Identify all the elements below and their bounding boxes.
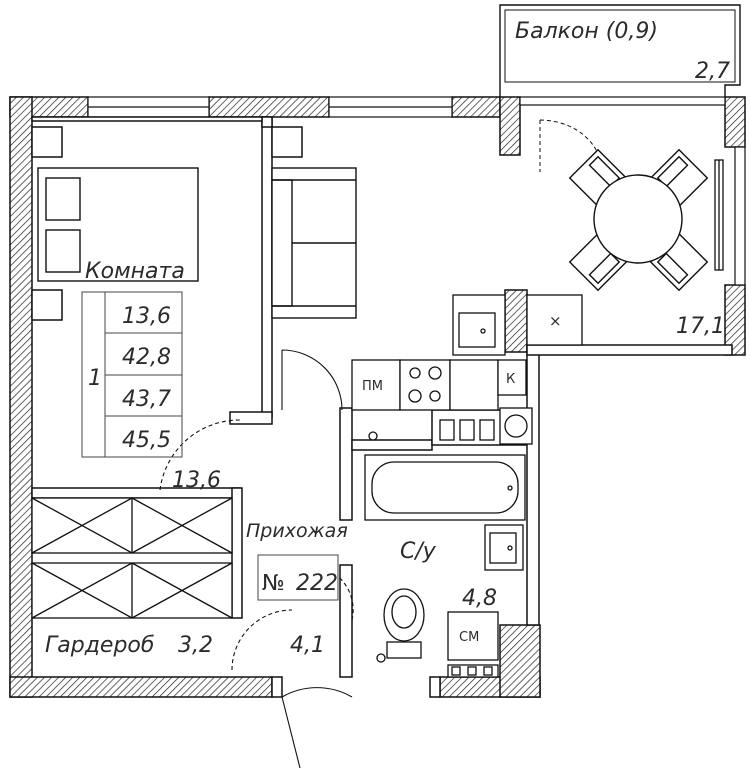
wall-right-top-pier bbox=[724, 96, 746, 148]
summary-table bbox=[81, 291, 183, 458]
hall-area: 4,1 bbox=[290, 633, 325, 658]
windows bbox=[87, 96, 746, 286]
bathtub bbox=[364, 454, 526, 521]
labels: Балкон (0,9) 2,7 17,1 Комната 1 13,6 42,… bbox=[45, 19, 730, 658]
wall-left bbox=[9, 96, 33, 698]
balcony-name: Балкон (0,9) bbox=[515, 19, 658, 44]
rooms-count: 1 bbox=[88, 366, 102, 391]
window-right bbox=[734, 146, 746, 286]
toilet bbox=[376, 588, 425, 663]
exterior-walls bbox=[9, 96, 746, 698]
kitchen-living-area: 17,1 bbox=[676, 314, 725, 339]
bathroom-area: 4,8 bbox=[462, 586, 497, 611]
wall-top-mid-2 bbox=[451, 96, 501, 118]
wardrobe-cabinets bbox=[31, 497, 233, 619]
washing-machine-label: СМ bbox=[459, 630, 479, 645]
apartment-number-prefix: № bbox=[262, 571, 285, 596]
bed bbox=[37, 167, 199, 282]
wall-right-lower bbox=[499, 624, 541, 698]
bathroom-name: С/у bbox=[400, 539, 437, 564]
summary-value-2: 42,8 bbox=[122, 345, 171, 370]
summary-value-1: 13,6 bbox=[122, 304, 171, 329]
room-name: Комната bbox=[85, 259, 185, 284]
dining-table bbox=[568, 148, 709, 292]
wardrobe-area: 3,2 bbox=[178, 633, 213, 658]
balcony-door bbox=[519, 96, 726, 106]
balcony bbox=[499, 4, 741, 173]
sofa bbox=[271, 167, 357, 319]
doors bbox=[159, 349, 354, 768]
wall-bottom-left bbox=[9, 676, 273, 698]
wall-top-mid-1 bbox=[208, 96, 330, 118]
apartment-number: 222 bbox=[296, 571, 338, 596]
summary-value-3: 43,7 bbox=[122, 387, 171, 412]
boiler-label: К bbox=[506, 372, 515, 387]
fridge-label: × bbox=[549, 312, 562, 330]
bathroom-sink bbox=[484, 524, 524, 571]
wall-kitchen-notch-v bbox=[504, 289, 528, 353]
hall-name: Прихожая bbox=[246, 520, 348, 542]
wall-top-right-pier bbox=[499, 96, 521, 156]
washing-machine bbox=[447, 611, 499, 678]
balcony-area: 2,7 bbox=[695, 59, 730, 84]
summary-value-4: 45,5 bbox=[122, 428, 171, 453]
tv bbox=[714, 159, 724, 271]
interior-walls bbox=[31, 116, 733, 698]
ducts bbox=[31, 126, 303, 321]
dishwasher-label: ПМ bbox=[362, 379, 383, 394]
room-area: 13,6 bbox=[172, 468, 221, 493]
kitchen bbox=[351, 294, 583, 445]
wardrobe-name: Гардероб bbox=[45, 633, 154, 658]
apartment-number-box bbox=[257, 554, 339, 601]
